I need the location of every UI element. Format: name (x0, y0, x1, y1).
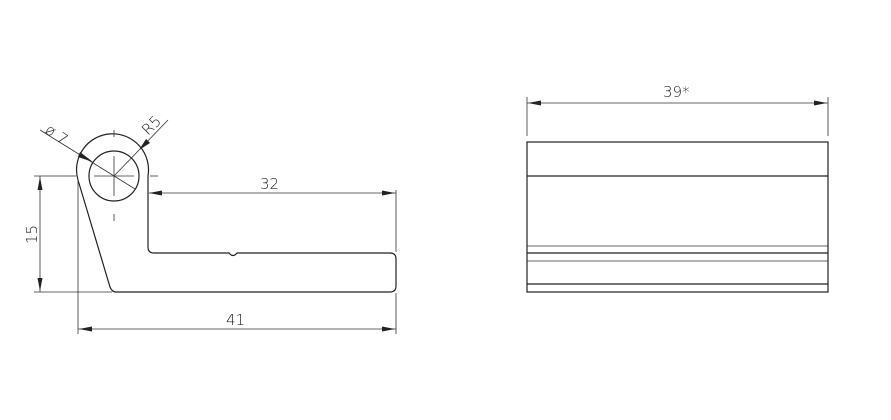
dim-arm-length-label: 32 (260, 175, 279, 193)
hole-circle (88, 150, 140, 202)
diameter-label: ø 7 (42, 121, 72, 149)
front-outline (526, 141, 829, 293)
radius-arrow (139, 139, 150, 150)
dim-total-length-label: 41 (226, 311, 245, 329)
side-view: ø 7 R5 15 32 41 (23, 112, 397, 334)
diameter-arrow (78, 152, 93, 162)
radius-label: R5 (138, 112, 165, 139)
front-view: 39* (526, 83, 829, 293)
dim-height-label: 15 (23, 225, 41, 244)
dim-width-label: 39* (663, 83, 690, 101)
profile-outline (75, 133, 397, 293)
